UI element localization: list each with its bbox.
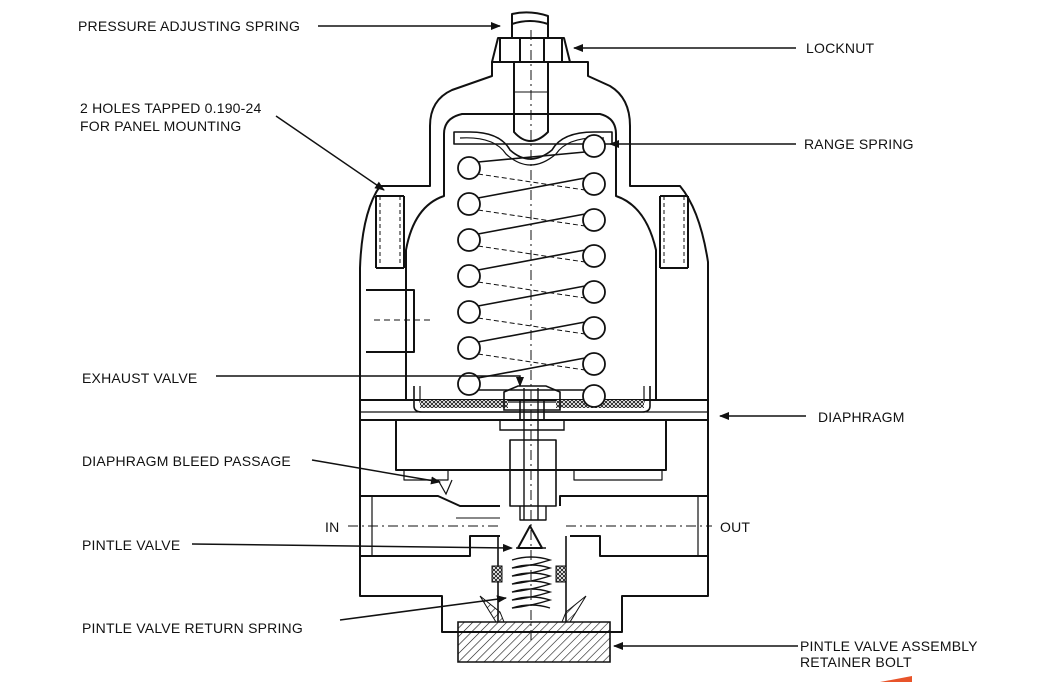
gauge-port — [366, 289, 415, 353]
diaphragm-bleed-passage — [437, 479, 453, 496]
diaphragm-hatched-left — [420, 400, 508, 408]
leader-bleed-passage — [311, 459, 441, 485]
label-pintle-valve: PINTLE VALVE — [82, 537, 181, 553]
leader-pintle-valve — [191, 543, 513, 552]
label-holes-line1: 2 HOLES TAPPED 0.190-24 — [80, 100, 262, 116]
pintle-seal-left — [491, 565, 503, 583]
diaphragm-plate — [413, 386, 651, 413]
label-diaphragm: DIAPHRAGM — [818, 409, 905, 425]
label-in: IN — [325, 519, 340, 535]
leader-panel-mounting — [275, 115, 385, 191]
pintle-return-spring — [511, 556, 553, 609]
leader-return-spring — [339, 595, 507, 621]
label-holes-line2: FOR PANEL MOUNTING — [80, 118, 242, 134]
pintle-valve-cone — [517, 525, 543, 549]
mounting-hole-left — [375, 195, 405, 269]
range-spring-coils — [457, 134, 606, 408]
accent-mark — [880, 676, 912, 682]
label-range-spring: RANGE SPRING — [804, 136, 914, 152]
label-retainer-bolt-line1: PINTLE VALVE ASSEMBLY — [800, 638, 978, 654]
label-diaphragm-bleed-passage: DIAPHRAGM BLEED PASSAGE — [82, 453, 291, 469]
adjusting-screw — [511, 11, 549, 38]
pintle-seal-right — [555, 565, 567, 583]
label-retainer-bolt-line2: RETAINER BOLT — [800, 654, 912, 670]
mounting-hole-right — [659, 195, 689, 269]
label-locknut: LOCKNUT — [806, 40, 875, 56]
leader-exhaust-valve — [216, 375, 524, 387]
label-out: OUT — [720, 519, 751, 535]
label-pintle-valve-return-spring: PINTLE VALVE RETURN SPRING — [82, 620, 303, 636]
retainer-bolt — [457, 621, 611, 663]
label-exhaust-valve: EXHAUST VALVE — [82, 370, 198, 386]
label-pressure-adjusting-spring: PRESSURE ADJUSTING SPRING — [78, 18, 301, 34]
